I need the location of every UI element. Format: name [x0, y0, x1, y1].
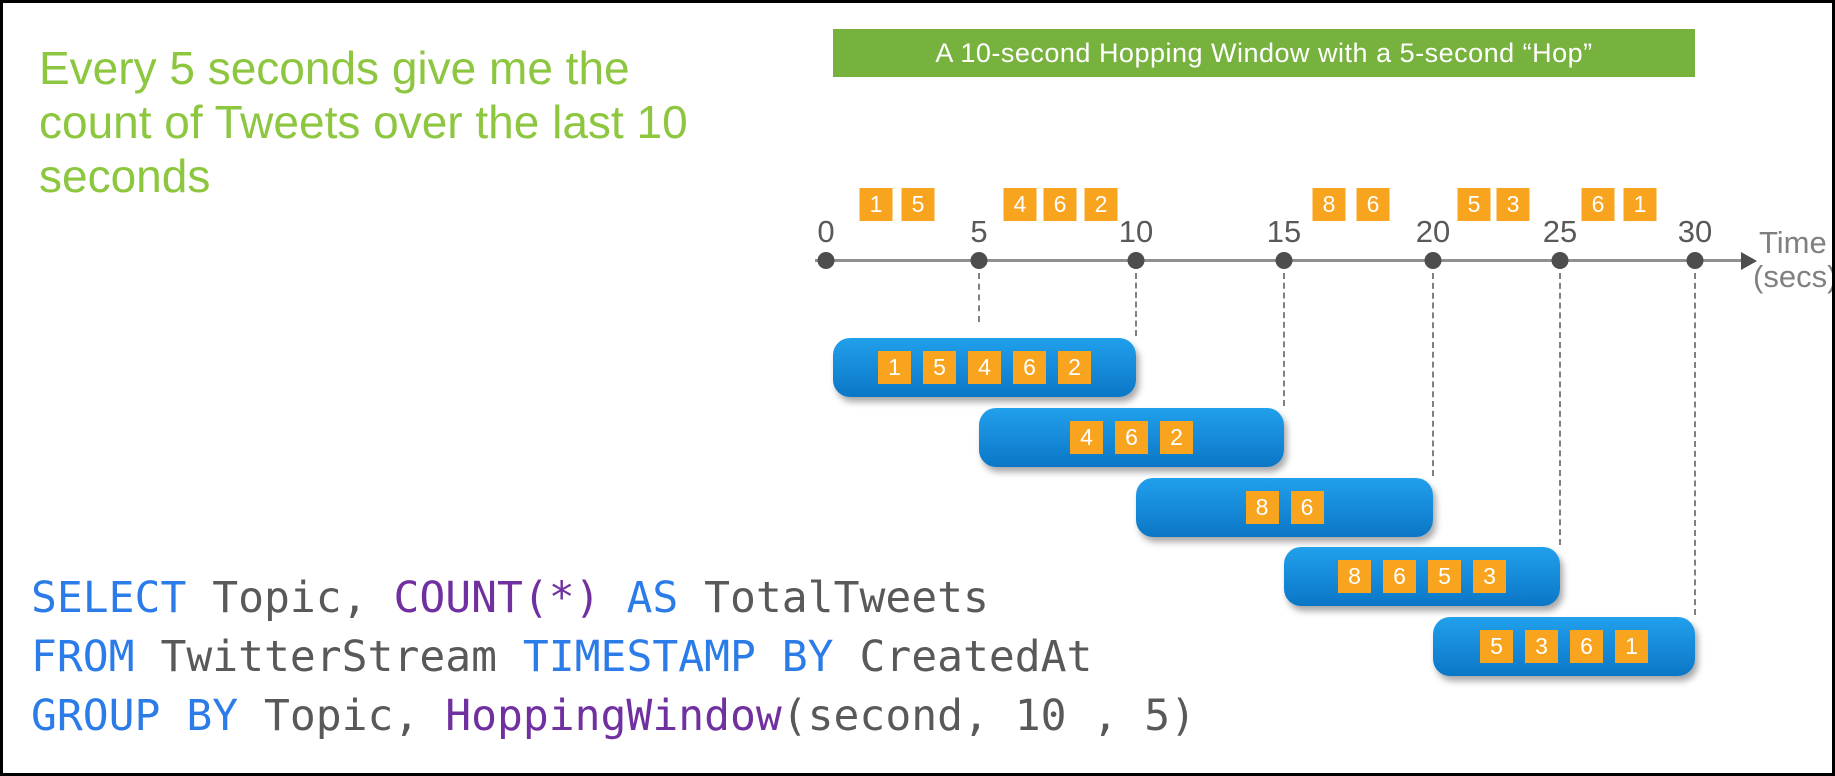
event-value: 6 [1581, 188, 1615, 221]
code-line: GROUP BY Topic, HoppingWindow(second, 10… [31, 687, 1196, 746]
code-line: SELECT Topic, COUNT(*) AS TotalTweets [31, 569, 1196, 628]
code-token-keyword: FROM [31, 632, 135, 682]
prompt-text-line-3: seconds [39, 150, 211, 202]
dashed-guide [1694, 273, 1696, 615]
event-marker: 4 [1003, 188, 1037, 221]
timeline-dot [1424, 252, 1442, 269]
tick-label-15: 15 [1266, 214, 1302, 249]
code-token-plain: Topic, [238, 691, 446, 741]
window-event-marker: 4 [1070, 421, 1103, 454]
prompt-text-line-2: count of Tweets over the last 10 [39, 96, 688, 148]
window-event-marker: 4 [968, 351, 1001, 384]
timeline-dot [1686, 252, 1704, 269]
event-marker: 3 [1496, 188, 1530, 221]
event-value: 1 [1623, 188, 1657, 221]
window-event-marker: 3 [1525, 630, 1558, 663]
event-value: 3 [1496, 188, 1530, 221]
dashed-guide [1135, 273, 1137, 336]
prompt-text: Every 5 seconds give me the count of Twe… [39, 41, 688, 203]
tick-label-20: 20 [1415, 214, 1451, 249]
window-event-marker: 5 [1480, 630, 1513, 663]
event-marker: 1 [1623, 188, 1657, 221]
event-value: 8 [1312, 188, 1346, 221]
timeline-dot [1275, 252, 1293, 269]
window-event-marker: 5 [1428, 560, 1461, 593]
time-axis-units-label: (secs) [1753, 259, 1835, 294]
prompt-text-line-1: Every 5 seconds give me the [39, 42, 630, 94]
window-event-marker: 2 [1160, 421, 1193, 454]
tick-label-25: 25 [1542, 214, 1578, 249]
window-event-marker: 6 [1013, 351, 1046, 384]
event-value: 5 [1457, 188, 1491, 221]
event-value: 2 [1084, 188, 1118, 221]
code-token-keyword: GROUP BY [31, 691, 239, 741]
window-event-marker: 8 [1245, 491, 1279, 524]
window-event-marker: 8 [1338, 560, 1371, 593]
window-event-marker: 6 [1290, 491, 1324, 524]
dashed-guide [978, 273, 980, 322]
code-line: FROM TwitterStream TIMESTAMP BY CreatedA… [31, 628, 1196, 687]
code-token-keyword: SELECT [31, 573, 187, 623]
window-event-marker: 6 [1383, 560, 1416, 593]
axis-arrowhead-icon [1741, 252, 1757, 270]
window-event-marker: 1 [878, 351, 911, 384]
code-token-plain: (second, 10 , 5) [781, 691, 1196, 741]
event-value: 4 [1003, 188, 1037, 221]
event-marker: 1 [859, 188, 893, 221]
timeline-dot [1551, 252, 1569, 269]
event-marker: 2 [1084, 188, 1118, 221]
tick-label-0: 0 [817, 214, 835, 249]
title-banner-label: A 10-second Hopping Window with a 5-seco… [935, 37, 1593, 68]
timeline-dot [970, 252, 988, 269]
event-marker: 6 [1043, 188, 1077, 221]
window-event-marker: 3 [1473, 560, 1506, 593]
event-value: 6 [1356, 188, 1390, 221]
window-event-marker: 1 [1615, 630, 1648, 663]
code-token-plain: TotalTweets [704, 573, 989, 623]
event-marker: 6 [1356, 188, 1390, 221]
tick-label-10: 10 [1118, 214, 1154, 249]
dashed-guide [1432, 273, 1434, 476]
code-token-keyword: AS [600, 573, 705, 623]
code-token-keyword: TIMESTAMP BY [522, 632, 834, 682]
tick-label-5: 5 [970, 214, 988, 249]
title-banner: A 10-second Hopping Window with a 5-seco… [833, 29, 1695, 77]
dashed-guide [1559, 273, 1561, 545]
event-marker: 5 [1457, 188, 1491, 221]
code-token-function: HoppingWindow [445, 691, 782, 741]
dashed-guide [1283, 273, 1285, 406]
window-event-marker: 6 [1115, 421, 1148, 454]
code-token-plain: CreatedAt [833, 632, 1093, 682]
window-event-marker: 6 [1570, 630, 1603, 663]
tick-label-30: 30 [1677, 214, 1713, 249]
time-axis-label: Time [1759, 225, 1827, 260]
window-event-marker: 2 [1058, 351, 1091, 384]
event-marker: 8 [1312, 188, 1346, 221]
window-event-marker: 5 [923, 351, 956, 384]
event-value: 6 [1043, 188, 1077, 221]
code-token-plain: Topic, [186, 573, 394, 623]
event-value: 5 [901, 188, 935, 221]
code-token-function: COUNT(*) [393, 573, 601, 623]
code-token-plain: TwitterStream [134, 632, 523, 682]
event-marker: 5 [901, 188, 935, 221]
event-value: 1 [859, 188, 893, 221]
timeline-dot [817, 252, 835, 269]
event-marker: 6 [1581, 188, 1615, 221]
timeline-dot [1127, 252, 1145, 269]
